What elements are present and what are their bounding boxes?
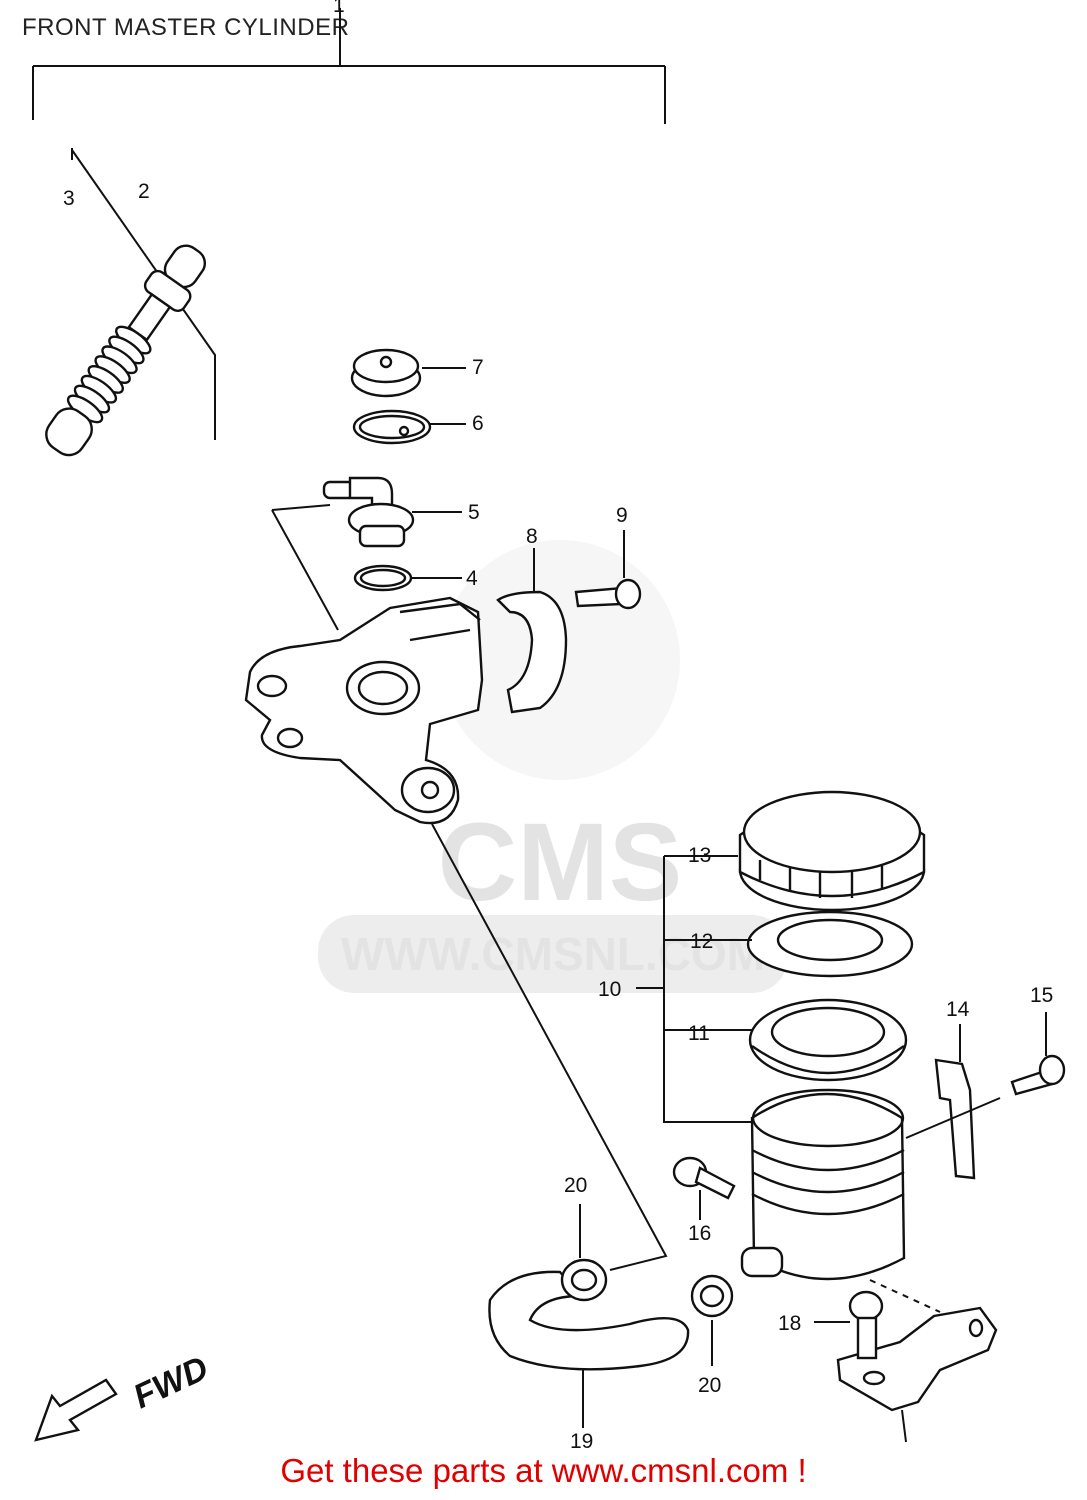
callout-5: 5 — [468, 501, 480, 524]
cylinder-body — [244, 504, 484, 825]
connector-5 — [322, 476, 462, 548]
callout-11: 11 — [688, 1022, 710, 1045]
callout-12: 12 — [690, 930, 713, 953]
bolt-16 — [672, 1156, 736, 1220]
circlip-6 — [352, 409, 466, 445]
callout-6: 6 — [472, 412, 484, 435]
reservoir-body — [740, 1088, 906, 1281]
callout-19: 19 — [570, 1430, 593, 1450]
parts-diagram: CMS WWW.CMSNL.COM — [32, 0, 1066, 1450]
callout-14: 14 — [946, 998, 970, 1021]
callout-16: 16 — [688, 1222, 711, 1245]
callout-4: 4 — [466, 567, 478, 590]
watermark-brand: CMS — [438, 801, 682, 924]
callout-1: 1 — [333, 0, 345, 17]
bracket-17 — [836, 1279, 998, 1443]
bracket-10 — [636, 855, 752, 1123]
hose-clamp-20b — [690, 1274, 734, 1366]
piston-assembly — [45, 148, 216, 457]
fwd-arrow: FWD — [34, 1349, 214, 1442]
callout-20b: 20 — [698, 1374, 721, 1397]
bolt-9 — [574, 530, 642, 610]
plate-12 — [746, 910, 914, 978]
diagram-title: FRONT MASTER CYLINDER — [22, 14, 350, 41]
fwd-label: FWD — [128, 1349, 214, 1416]
diaphragm-11 — [748, 998, 908, 1082]
callout-15: 15 — [1030, 984, 1053, 1007]
clip-14 — [905, 1024, 1001, 1180]
bracket-1 — [32, 8, 666, 124]
watermark-url: WWW.CMSNL.COM — [341, 928, 765, 980]
callout-10: 10 — [598, 978, 621, 1001]
callout-8: 8 — [526, 525, 538, 548]
hose-guide-line — [431, 823, 668, 1271]
callout-20a: 20 — [564, 1174, 587, 1197]
footer-link[interactable]: Get these parts at www.cmsnl.com ! — [280, 1452, 807, 1489]
callout-7: 7 — [472, 356, 484, 379]
callout-3: 3 — [63, 187, 75, 210]
hose-clamp-20a — [560, 1204, 608, 1302]
callout-labels: 1 2 3 4 5 6 7 8 9 10 11 12 13 14 15 16 1… — [63, 0, 1053, 1450]
screw-15 — [1010, 1012, 1066, 1096]
bolt-18 — [814, 1290, 884, 1360]
callout-2: 2 — [138, 180, 150, 203]
clamp-8 — [496, 548, 568, 714]
callout-9: 9 — [616, 504, 628, 527]
cap-7 — [350, 348, 466, 398]
callout-13: 13 — [688, 844, 711, 867]
callout-18: 18 — [778, 1312, 801, 1335]
reservoir-cap-13 — [738, 790, 926, 912]
o-ring-4 — [353, 564, 462, 592]
